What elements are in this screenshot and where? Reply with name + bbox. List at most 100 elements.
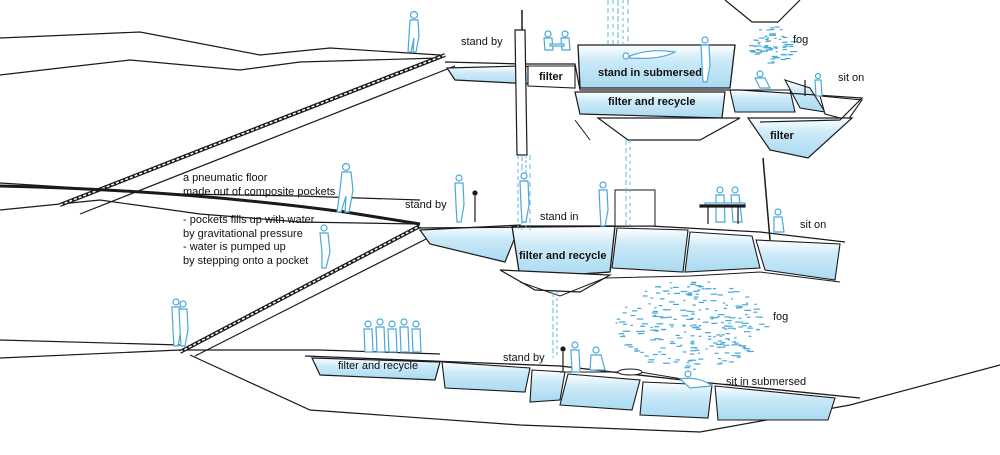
fog-mark <box>660 298 663 300</box>
fog-mark <box>655 330 659 332</box>
fog-mark <box>723 307 727 310</box>
fog-mark <box>721 334 725 336</box>
fog-mark <box>660 317 667 319</box>
fog-mark <box>697 328 701 330</box>
fog-mark <box>728 361 734 363</box>
fog-mark <box>710 293 718 295</box>
fog-mark <box>759 29 763 31</box>
figure-sit-in-submersed <box>678 370 714 389</box>
fog-mark <box>653 314 657 316</box>
fog-mark <box>746 316 751 318</box>
fog-mark <box>721 327 726 329</box>
fog-mark <box>765 40 770 43</box>
fog-mark <box>770 58 776 60</box>
fog-mark <box>628 346 634 348</box>
fog-mark <box>651 312 658 314</box>
note-line: - pockets fills up with water <box>183 214 315 226</box>
fog-mark <box>689 325 695 327</box>
fog-mark <box>767 62 774 64</box>
figure-stand-by-bottom <box>570 341 581 373</box>
fog-mark <box>695 285 702 287</box>
fog-mark <box>746 350 750 352</box>
fog-mark <box>692 304 696 306</box>
fog-mark <box>622 312 627 314</box>
fog-mark <box>690 340 695 342</box>
fog-mark <box>684 331 687 333</box>
fog-mark <box>622 330 628 332</box>
fog-mark <box>644 290 648 292</box>
fog-mark <box>673 292 680 294</box>
fog-mark <box>673 303 679 305</box>
fog-mark <box>632 310 638 312</box>
fog-mark <box>722 302 726 304</box>
fog-mark <box>716 346 721 348</box>
figure-standing-far-right <box>814 72 823 97</box>
fog-mark <box>709 345 714 347</box>
fog-mark <box>717 340 723 342</box>
fog-mark <box>693 296 699 298</box>
fog-mark <box>698 358 704 360</box>
label-fog-mid: fog <box>773 311 789 323</box>
fog-mark <box>785 41 788 43</box>
fog-mark <box>779 38 782 40</box>
fog-mark <box>698 325 701 327</box>
fog-mark <box>756 52 763 54</box>
fog-mark <box>690 317 694 320</box>
label-filter-right: filter <box>770 130 794 142</box>
fog-mark <box>755 316 763 318</box>
fog-mark <box>627 344 633 346</box>
fog-mark <box>690 342 695 344</box>
fog-mark <box>783 45 789 47</box>
fog-mark <box>697 352 700 354</box>
fog-mark <box>669 324 674 326</box>
fog-mark <box>738 305 743 308</box>
figure-walking-top <box>407 10 420 53</box>
fog-mark <box>744 331 748 333</box>
fog-mark <box>717 294 723 296</box>
fog-mark <box>701 288 705 290</box>
fog-mark <box>716 363 722 365</box>
fog-mark <box>658 339 664 341</box>
fog-particles <box>615 26 798 370</box>
fog-mark <box>725 320 732 322</box>
fog-mark <box>753 308 760 310</box>
fog-mark <box>618 333 625 335</box>
fog-mark <box>764 47 772 49</box>
fog-mark <box>719 335 723 337</box>
fog-mark <box>721 322 724 324</box>
ramps <box>0 53 456 357</box>
fog-mark <box>744 309 751 311</box>
fog-mark <box>759 316 763 318</box>
fog-mark <box>728 322 731 324</box>
fog-mark <box>742 325 747 327</box>
figure-walker-ramp <box>336 162 354 213</box>
fog-mark <box>702 299 707 302</box>
label-filter-and-recycle-bottom: filter and recycle <box>338 360 419 372</box>
fog-mark <box>774 26 780 28</box>
fog-mark <box>713 336 716 338</box>
fog-mark <box>750 51 757 53</box>
fog-mark <box>666 316 673 318</box>
fog-mark <box>650 297 654 299</box>
fog-mark <box>771 55 778 57</box>
fog-mark <box>652 310 658 312</box>
fog-mark <box>648 359 655 361</box>
fog-mark <box>740 321 743 323</box>
fog-mark <box>754 53 760 55</box>
label-filter-and-recycle-mid: filter and recycle <box>519 250 607 262</box>
fog-mark <box>680 344 683 346</box>
label-filter-top: filter <box>539 71 563 83</box>
fog-mark <box>743 348 751 350</box>
fog-mark <box>634 348 639 350</box>
fog-mark <box>790 51 798 53</box>
fog-mark <box>782 41 787 43</box>
fog-mark <box>771 61 775 63</box>
fog-mark <box>716 334 721 336</box>
fog-mark <box>680 309 687 311</box>
label-fog-top: fog <box>793 34 809 46</box>
fog-mark <box>644 355 649 357</box>
fog-mark <box>753 45 757 48</box>
fog-mark <box>705 348 708 350</box>
fog-mark <box>707 281 710 283</box>
fog-mark <box>723 344 730 346</box>
